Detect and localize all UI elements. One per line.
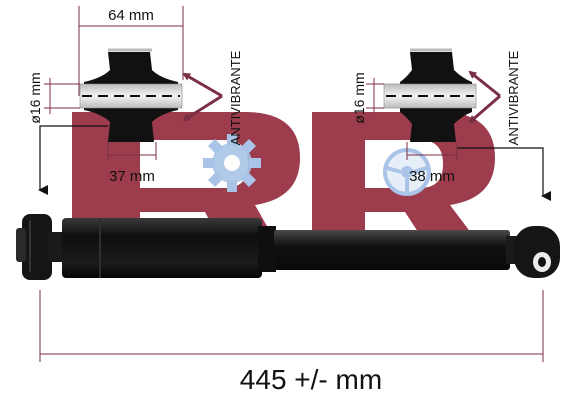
overall-length-label: 445 +/- mm xyxy=(240,364,382,395)
shock-absorber xyxy=(16,214,560,280)
gear-icon xyxy=(203,134,261,192)
right-feature-label: ANTIVIBRANTE xyxy=(506,50,521,145)
left-feature-label: ANTIVIBRANTE xyxy=(228,50,243,145)
shock-piston-rod xyxy=(274,230,510,270)
overall-length-dimension: 445 +/- mm xyxy=(39,290,544,395)
right-diameter-label: ø16 mm xyxy=(351,72,367,123)
right-inner-label: 38 mm xyxy=(409,168,455,185)
left-inner-label: 37 mm xyxy=(109,168,155,185)
left-diameter-label: ø16 mm xyxy=(27,72,43,123)
right-eye-mount xyxy=(514,226,560,278)
left-bushing-detail: 64 mm ø16 mm 37 mm ANTIVIBRANTE xyxy=(27,6,243,195)
shock-body-tube xyxy=(62,218,262,278)
right-bushing-detail: ø16 mm 38 mm ANTIVIBRANTE xyxy=(351,48,551,201)
left-width-label: 64 mm xyxy=(108,7,154,24)
left-eye-mount xyxy=(16,214,66,280)
